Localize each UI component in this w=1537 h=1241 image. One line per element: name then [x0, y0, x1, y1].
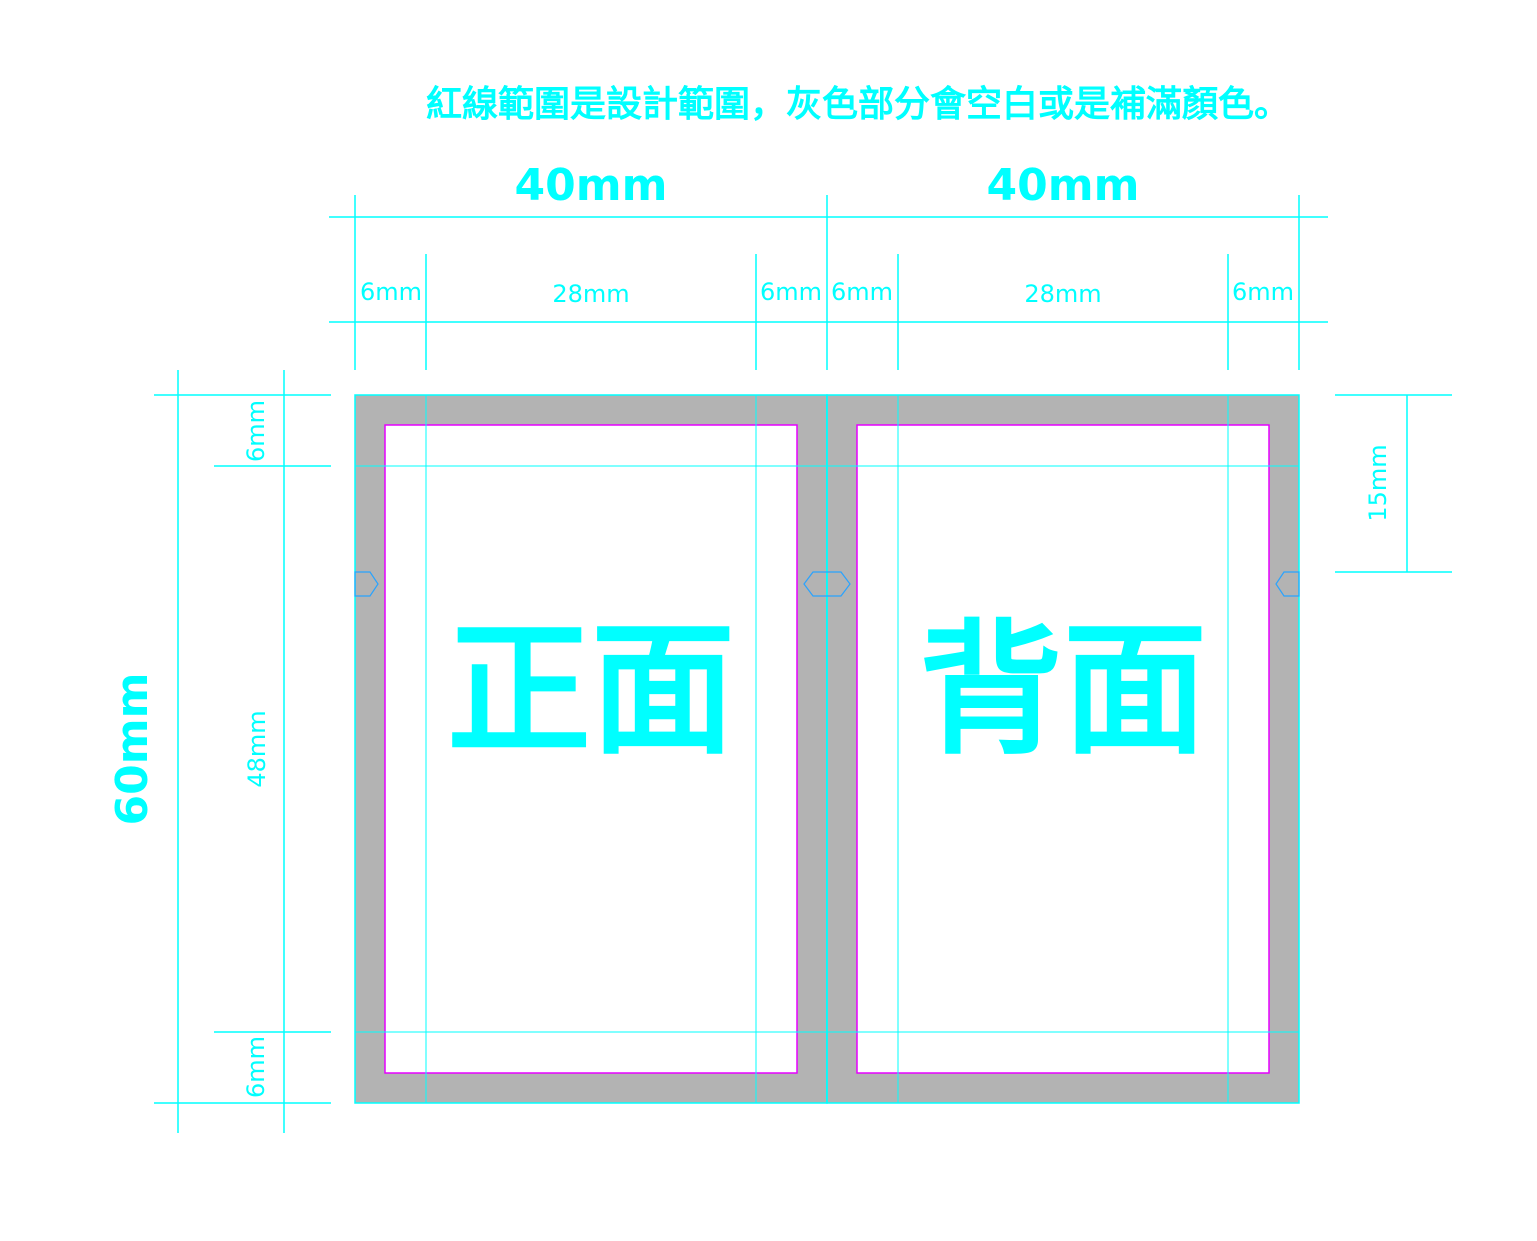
inner-width-left-label: 28mm — [552, 280, 629, 308]
width-right-label: 40mm — [987, 160, 1140, 211]
diagram-title: 紅線範圍是設計範圍，灰色部分會空白或是補滿顏色。 — [426, 84, 1290, 125]
front-label: 正面 — [447, 606, 735, 774]
notch-markers — [354, 571, 1300, 597]
front-design-area — [384, 424, 798, 1074]
back-design-area — [856, 424, 1270, 1074]
height-total-label: 60mm — [107, 673, 158, 826]
center-notch — [803, 571, 851, 597]
margin-right-1-label: 6mm — [760, 278, 822, 306]
notch-offset-label: 15mm — [1364, 444, 1392, 521]
margin-right-2-label: 6mm — [1232, 278, 1294, 306]
left-notch — [354, 571, 379, 597]
back-label: 背面 — [919, 606, 1207, 774]
margin-top-label: 6mm — [242, 400, 270, 462]
margin-left-1-label: 6mm — [360, 278, 422, 306]
left-dimensions — [154, 370, 331, 1133]
margin-left-2-label: 6mm — [831, 278, 893, 306]
right-dimension — [1335, 394, 1452, 573]
width-left-label: 40mm — [515, 160, 668, 211]
panel-guides — [355, 395, 1299, 1103]
inner-height-label: 48mm — [243, 710, 271, 787]
top-dimensions — [329, 195, 1328, 370]
inner-width-right-label: 28mm — [1024, 280, 1101, 308]
margin-bottom-label: 6mm — [242, 1036, 270, 1098]
right-notch — [1275, 571, 1300, 597]
